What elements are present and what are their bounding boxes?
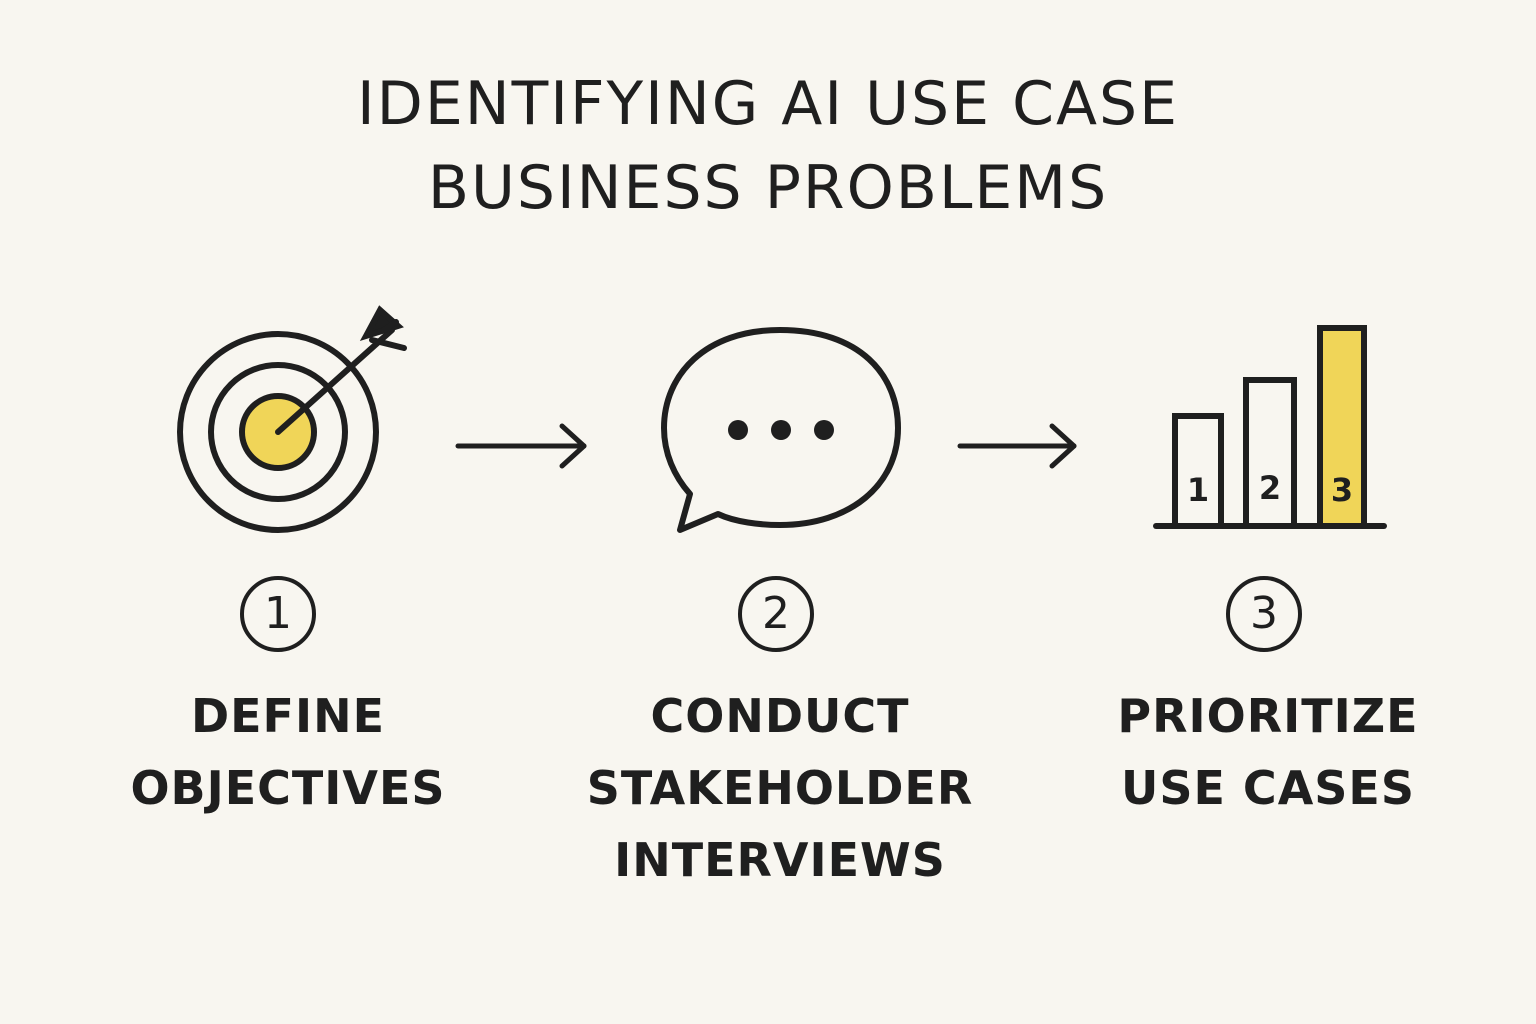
bar-2 — [1243, 377, 1297, 529]
step-label-1: DEFINE OBJECTIVES — [78, 680, 498, 824]
step-label-2-line-3: INTERVIEWS — [614, 833, 946, 887]
arrow-icon-1 — [455, 423, 587, 469]
speech-bubble-icon — [661, 327, 901, 533]
step-number-1: 1 — [240, 576, 316, 652]
bar-1 — [1172, 413, 1224, 529]
step-label-2-line-2: STAKEHOLDER — [586, 761, 974, 815]
title-line-2: BUSINESS PROBLEMS — [427, 153, 1109, 223]
step-number-2: 2 — [738, 576, 814, 652]
step-label-2-line-1: CONDUCT — [650, 689, 910, 743]
step-label-1-line-2: OBJECTIVES — [130, 761, 446, 815]
step-number-3: 3 — [1226, 576, 1302, 652]
step-label-2: CONDUCT STAKEHOLDER INTERVIEWS — [570, 680, 990, 896]
diagram-title: IDENTIFYING AI USE CASE BUSINESS PROBLEM… — [0, 62, 1536, 230]
step-label-1-line-1: DEFINE — [190, 689, 386, 743]
step-label-3-line-2: USE CASES — [1121, 761, 1415, 815]
arrow-icon-2 — [957, 423, 1077, 469]
bar-label-3: 3 — [1331, 471, 1353, 509]
bar-label-1: 1 — [1187, 471, 1209, 509]
step-label-3: PRIORITIZE USE CASES — [1058, 680, 1478, 824]
title-line-1: IDENTIFYING AI USE CASE — [356, 69, 1180, 139]
target-icon — [177, 305, 407, 533]
bar-chart-icon: 1 2 3 — [1153, 325, 1387, 529]
step-label-3-line-1: PRIORITIZE — [1117, 689, 1419, 743]
bar-label-2: 2 — [1259, 469, 1281, 507]
bar-3 — [1317, 325, 1367, 529]
